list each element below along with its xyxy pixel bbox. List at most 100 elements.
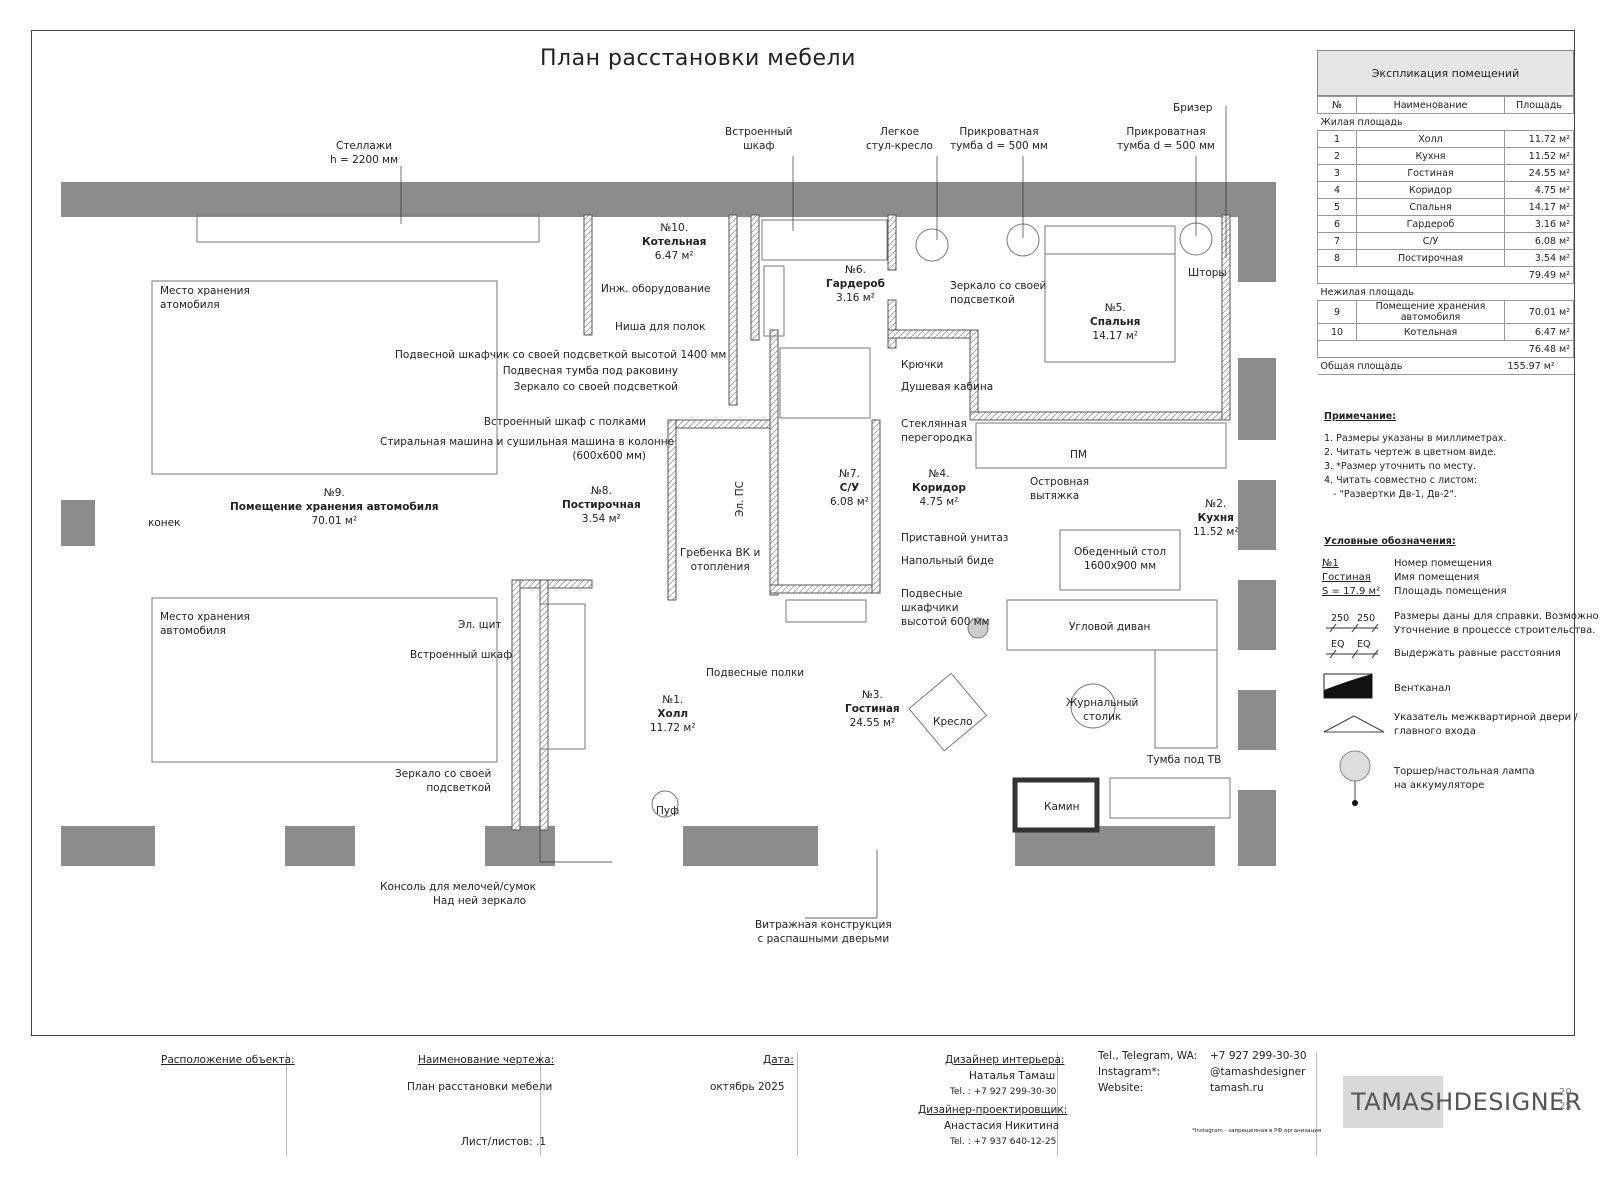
note-item: 2. Читать чертеж в цветном виде. <box>1324 447 1497 458</box>
explication-table: Экспликация помещений № Наименование Пло… <box>1317 50 1574 375</box>
legend-dims-text: Размеры даны для справки. Возможно Уточн… <box>1394 611 1599 636</box>
stamp-contacts-value: +7 927 299-30-30 @tamashdesigner tamash.… <box>1210 1050 1307 1094</box>
stamp-drawing-name: План расстановки мебели <box>407 1081 553 1093</box>
label-curtains: Шторы <box>1188 267 1227 279</box>
logo-text: TAMASHDESIGNER <box>1351 1088 1582 1116</box>
logo: TAMASHDESIGNER 20 25 <box>1343 1076 1581 1128</box>
label-car-storage-2: Место хранения автомобиля <box>160 611 250 637</box>
stamp-sheet: Лист/листов: .1 <box>461 1136 547 1148</box>
label-island-hood: Островная вытяжка <box>1030 476 1090 502</box>
label-hanging-shelves: Подвесные полки <box>706 667 805 679</box>
stamp-project-label: Дизайнер-проектировщик: <box>918 1104 1068 1116</box>
label-eng-equipment: Инж. оборудование <box>601 283 711 295</box>
furniture <box>151 214 1231 833</box>
label-comb: Гребенка ВК и отопления <box>680 547 761 573</box>
legend-eq-a: EQ <box>1331 639 1345 650</box>
label-coffee-table: Журнальный столик <box>1066 697 1139 723</box>
label-fireplace: Камин <box>1044 801 1080 813</box>
drawing-frame <box>31 30 1575 1036</box>
label-washer: Стиральная машина и сушильная машина в к… <box>380 436 675 462</box>
legend-dim-symbol <box>1326 623 1379 659</box>
label-car-storage-1: Место хранения атомобиля <box>160 285 250 311</box>
notes-title: Примечание: <box>1324 411 1397 422</box>
label-console: Консоль для мелочей/сумок Над ней зеркал… <box>380 881 537 907</box>
stamp-divider <box>1057 1052 1058 1156</box>
legend-sample-area: S = 17.9 м² <box>1322 586 1381 597</box>
legend-lamp: Торшер/настольная лампа на аккумуляторе <box>1394 766 1535 791</box>
label-hooks: Крючки <box>901 359 944 371</box>
legend-dim-b: 250 <box>1357 613 1376 624</box>
stamp-divider <box>797 1052 798 1156</box>
stamp-designer-tel: Tel. : +7 927 299-30-30 <box>950 1087 1057 1097</box>
note-item: - "Развертки Дв-1, Дв-2". <box>1324 489 1457 500</box>
label-armchair: Кресло <box>933 716 973 728</box>
stamp-location-label: Расположение объекта: <box>161 1054 295 1066</box>
label-mirror-light-2: Зеркало со своей подсветкой <box>950 280 1047 306</box>
label-hanging-cabinets: Подвесные шкафчики высотой 600 мм <box>901 588 990 628</box>
label-sink-cabinet: Подвесная тумба под раковину <box>502 365 678 377</box>
col-area: Площадь <box>1504 96 1574 114</box>
living-header: Жилая площадь <box>1317 113 1574 131</box>
stamp-date: октябрь 2025 <box>710 1081 785 1093</box>
note-item: 1. Размеры указаны в миллиметрах. <box>1324 433 1507 444</box>
label-mirror-light: Зеркало со своей подсветкой <box>513 381 678 393</box>
legend-entrance: Указатель межквартирной двери / главного… <box>1394 712 1578 737</box>
label-tv-stand: Тумба под ТВ <box>1147 754 1222 766</box>
floor-plan <box>61 106 1276 919</box>
legend-dim-a: 250 <box>1331 613 1350 624</box>
living-total: 79.49 м² <box>1317 266 1574 284</box>
legend-room-name: Имя помещения <box>1394 572 1480 583</box>
label-builtin-wardrobe: Встроенный шкаф <box>410 649 513 661</box>
label-shelf-wardrobe: Встроенный шкаф с полками <box>483 416 646 428</box>
logo-block <box>1343 1076 1443 1128</box>
label-builtin-wardrobe-top: Встроенный шкаф <box>725 126 793 152</box>
legend-eq-b: EQ <box>1357 639 1371 650</box>
stamp-designer-label: Дизайнер интерьера: <box>945 1054 1065 1066</box>
total-label: Общая площадь <box>1317 357 1505 375</box>
entrance-icon <box>1323 715 1385 733</box>
label-stained-glass: Витражная конструкция с распашными дверь… <box>755 919 892 945</box>
nonliving-header: Нежилая площадь <box>1317 283 1574 301</box>
interior-walls <box>511 214 1231 831</box>
legend-eq-text: Выдержать равные расстояния <box>1394 648 1561 659</box>
stamp-project-tel: Tel. : +7 937 640-12-25 <box>950 1137 1057 1147</box>
lamp-icon <box>1339 750 1371 806</box>
col-no: № <box>1317 96 1357 114</box>
label-bidet: Напольный биде <box>901 555 994 567</box>
stamp-instagram-note: *Instagram - запрещенная в РФ организаци… <box>1192 1128 1322 1134</box>
col-name: Наименование <box>1356 96 1505 114</box>
stamp-date-label: Дата: <box>763 1054 794 1066</box>
stamp-divider <box>540 1052 541 1156</box>
leader-lines <box>400 106 1227 919</box>
explication-header-row: № Наименование Площадь <box>1317 96 1574 114</box>
stamp-project-name: Анастасия Никитина <box>944 1120 1060 1132</box>
label-corner-sofa: Угловой диван <box>1069 621 1151 633</box>
label-el-ps: Эл. ПС <box>733 481 746 517</box>
label-ridge: конек <box>148 517 181 529</box>
label-shower: Душевая кабина <box>901 381 994 393</box>
label-toilet: Приставной унитаз <box>901 532 1009 544</box>
note-item: 3. *Размер уточнить по месту. <box>1324 461 1477 472</box>
stamp-designer-name: Наталья Тамаш <box>969 1070 1056 1082</box>
label-breezer: Бризер <box>1173 102 1213 114</box>
logo-year: 20 25 <box>1559 1087 1572 1112</box>
label-bedside-1: Прикроватная тумба d = 500 мм <box>950 126 1048 152</box>
label-pouf: Пуф <box>656 805 680 817</box>
label-mirror-light-3: Зеркало со своей подсветкой <box>395 768 492 794</box>
